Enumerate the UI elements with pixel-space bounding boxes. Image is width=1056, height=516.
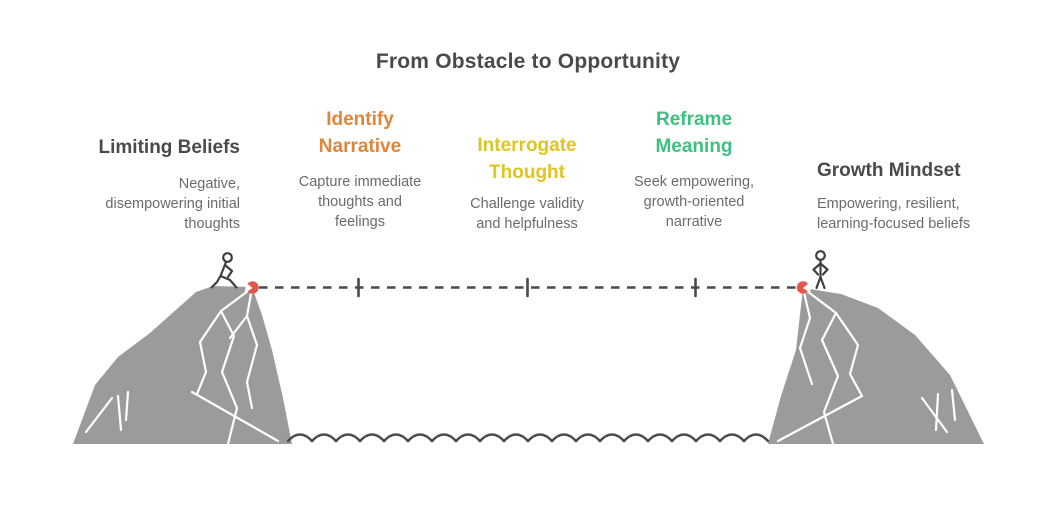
step-title-interrogate-thought: Interrogate Thought <box>477 135 577 183</box>
step-title-reframe-meaning: Reframe Meaning <box>655 109 733 157</box>
figure-arm <box>223 263 234 279</box>
right-cliff-shape <box>768 288 984 444</box>
figure-back-leg <box>210 274 222 289</box>
left-cliff-shape <box>73 286 292 444</box>
left-cliff <box>73 286 292 446</box>
figure-front-leg <box>219 274 238 289</box>
standing-stick-figure <box>812 250 829 290</box>
step-interrogate-thought: Interrogate Thought Challenge validity a… <box>445 132 609 234</box>
diagram-title: From Obstacle to Opportunity <box>375 50 681 73</box>
right-cliff-cracks <box>776 286 957 446</box>
figure-left-arm <box>812 262 822 276</box>
water-waves <box>286 433 770 443</box>
left-anchor-marker <box>244 281 259 294</box>
walking-stick-figure <box>210 252 238 289</box>
step-description-reframe-meaning: Seek empowering, growth-oriented narrati… <box>633 174 755 230</box>
figure-head <box>222 252 233 263</box>
figure-right-leg <box>819 275 826 290</box>
step-title-limiting-beliefs: Limiting Beliefs <box>98 137 240 158</box>
step-description-interrogate-thought: Challenge validity and helpfulness <box>470 196 584 232</box>
figure-left-leg <box>815 275 822 290</box>
figure-right-arm <box>819 262 829 276</box>
right-cliff <box>768 286 984 446</box>
left-cliff-cracks <box>84 286 280 446</box>
right-anchor-marker <box>796 281 811 294</box>
step-description-identify-narrative: Capture immediate thoughts and feelings <box>298 174 422 230</box>
step-description-limiting-beliefs: Negative, disempowering initial thoughts <box>105 176 240 232</box>
step-title-identify-narrative: Identify Narrative <box>318 109 402 157</box>
step-growth-mindset: Growth Mindset Empowering, resilient, le… <box>817 157 1027 234</box>
tightrope <box>259 277 796 298</box>
step-limiting-beliefs: Limiting Beliefs Negative, disempowering… <box>44 134 240 234</box>
step-description-growth-mindset: Empowering, resilient, learning-focused … <box>817 196 971 232</box>
figure-head <box>815 250 826 261</box>
step-reframe-meaning: Reframe Meaning Seek empowering, growth-… <box>610 106 778 232</box>
step-identify-narrative: Identify Narrative Capture immediate tho… <box>278 106 442 232</box>
step-title-growth-mindset: Growth Mindset <box>817 160 961 181</box>
